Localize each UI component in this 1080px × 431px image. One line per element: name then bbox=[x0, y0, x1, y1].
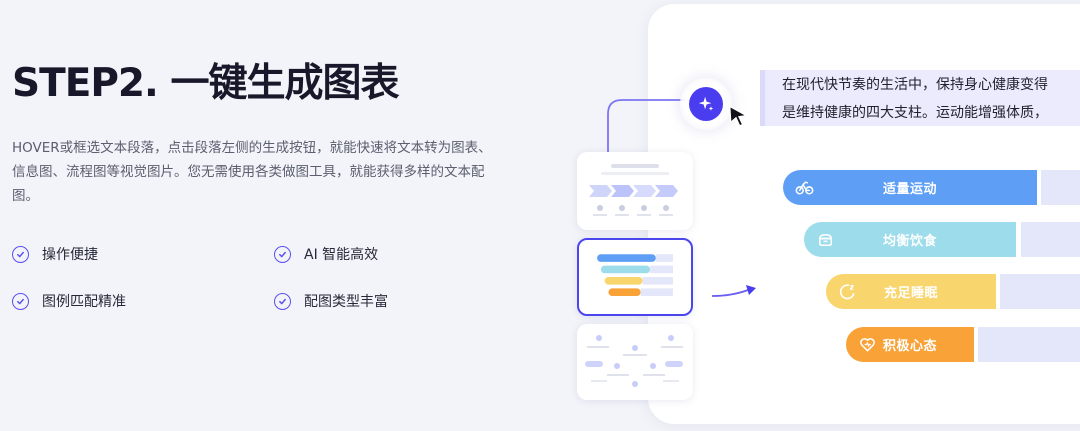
chart-bar-row: 适量运动 bbox=[783, 170, 1080, 205]
check-circle-icon bbox=[274, 292, 291, 310]
template-thumbnail-flow[interactable] bbox=[577, 324, 693, 400]
chart-bar: 积极心态 bbox=[846, 327, 974, 362]
chart-bar-row: 充足睡眠 bbox=[826, 274, 1080, 309]
sparkle-icon bbox=[698, 96, 714, 111]
bar-list-preview bbox=[597, 254, 673, 296]
feature-item: 操作便捷 bbox=[12, 244, 274, 264]
chart-bar-track bbox=[1021, 222, 1080, 257]
feature-item: 图例匹配精准 bbox=[12, 291, 274, 311]
chart-bar: 适量运动 bbox=[783, 170, 1037, 205]
feature-label: 操作便捷 bbox=[42, 247, 98, 263]
feature-label: AI 智能高效 bbox=[304, 247, 379, 263]
check-circle-icon bbox=[12, 292, 29, 310]
flow-diagram-preview bbox=[585, 335, 683, 387]
chart-bar-track bbox=[1000, 274, 1080, 309]
feature-label: 配图类型丰富 bbox=[304, 294, 388, 310]
moon-sleep-icon bbox=[839, 284, 855, 300]
chart-bar-row: 积极心态 bbox=[846, 327, 1080, 362]
mouse-cursor-icon bbox=[729, 105, 747, 127]
chart-bar: 均衡饮食 bbox=[804, 222, 1016, 257]
step-description: HOVER或框选文本段落，点击段落左侧的生成按钮，就能快速将文本转为图表、信息图… bbox=[12, 140, 492, 204]
template-thumbnail-bars[interactable] bbox=[577, 238, 693, 316]
food-bowl-icon bbox=[819, 233, 832, 246]
chevron-process-preview bbox=[589, 164, 678, 216]
generate-button-wrap bbox=[680, 78, 756, 130]
feature-label: 图例匹配精准 bbox=[42, 294, 126, 310]
template-thumbnail-process[interactable] bbox=[577, 152, 693, 230]
check-circle-icon bbox=[274, 245, 291, 263]
feature-item: 配图类型丰富 bbox=[274, 291, 434, 311]
transform-arrow-icon bbox=[711, 285, 756, 297]
step-title: STEP2. 一键生成图表 bbox=[12, 61, 399, 106]
chart-bar-track bbox=[1041, 170, 1080, 205]
feature-list: 操作便捷 AI 智能高效 图例匹配精准 配图类型丰富 bbox=[12, 244, 432, 311]
paragraph-line: 是维持健康的四大支柱。运动能增强体质， bbox=[782, 105, 1048, 121]
chart-bar-label: 充足睡眠 bbox=[883, 286, 938, 301]
generate-chart-button[interactable] bbox=[689, 87, 723, 121]
chart-bar-label: 积极心态 bbox=[882, 339, 937, 354]
chart-bar-row: 均衡饮食 bbox=[804, 222, 1080, 257]
chart-bar-label: 均衡饮食 bbox=[882, 234, 937, 249]
bicycle-icon bbox=[795, 181, 814, 195]
connector-line bbox=[607, 99, 704, 176]
chart-bar-track bbox=[978, 327, 1080, 362]
chart-bar-label: 适量运动 bbox=[882, 182, 937, 197]
feature-item: AI 智能高效 bbox=[274, 244, 434, 264]
chart-bar: 充足睡眠 bbox=[826, 274, 996, 309]
selected-paragraph[interactable] bbox=[760, 70, 1080, 126]
paragraph-line: 在现代快节奏的生活中，保持身心健康变得 bbox=[782, 77, 1048, 93]
check-circle-icon bbox=[12, 245, 29, 263]
heart-mind-icon bbox=[860, 338, 875, 352]
